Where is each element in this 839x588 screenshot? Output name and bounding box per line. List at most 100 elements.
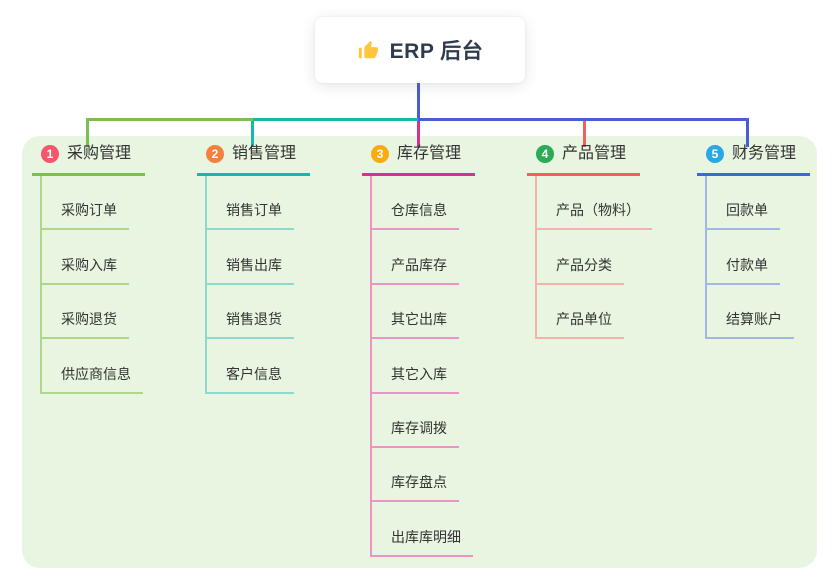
child-node[interactable]: 采购订单 (42, 201, 129, 231)
child-node[interactable]: 销售退货 (207, 310, 294, 340)
branch-number-badge: 2 (206, 145, 224, 163)
child-row: 采购退货 (42, 285, 145, 340)
child-row: 结算账户 (707, 285, 810, 340)
branch-title-node[interactable]: 5 财务管理 (697, 142, 811, 176)
branch-title-node[interactable]: 4 产品管理 (527, 142, 641, 176)
child-row: 采购入库 (42, 230, 145, 285)
child-node[interactable]: 出库库明细 (372, 528, 473, 557)
child-node[interactable]: 付款单 (707, 256, 780, 285)
child-node[interactable]: 仓库信息 (372, 201, 459, 231)
child-node[interactable]: 供应商信息 (42, 365, 143, 394)
child-row: 其它出库 (372, 285, 475, 340)
branch-title-label: 销售管理 (232, 145, 297, 162)
child-node-label: 产品分类 (556, 256, 612, 273)
child-row: 库存盘点 (372, 448, 475, 503)
branch-children-group: 仓库信息 产品库存 其它出库 其它入库 库存调拨 库存盘点 出库库明细 (370, 176, 475, 557)
branch-title-label: 财务管理 (732, 145, 797, 162)
child-row: 产品（物料） (537, 176, 652, 231)
branch-children-group: 采购订单 采购入库 采购退货 供应商信息 (40, 176, 145, 394)
child-node-label: 销售退货 (226, 311, 282, 328)
child-row: 客户信息 (207, 339, 310, 394)
branch-1-connector-drop (86, 118, 89, 147)
root-connector-stem (417, 83, 420, 119)
child-node[interactable]: 结算账户 (707, 310, 794, 340)
child-row: 产品单位 (537, 285, 652, 340)
branch-title-label: 采购管理 (67, 145, 132, 162)
child-node-label: 其它入库 (391, 365, 447, 382)
branch-title-label: 库存管理 (397, 145, 462, 162)
child-node[interactable]: 采购退货 (42, 310, 129, 340)
child-node-label: 采购订单 (61, 202, 117, 219)
child-node[interactable]: 产品分类 (537, 256, 624, 285)
branch-3-connector-drop (417, 118, 420, 147)
child-row: 销售订单 (207, 176, 310, 231)
child-node-label: 客户信息 (226, 365, 282, 382)
child-row: 其它入库 (372, 339, 475, 394)
child-node[interactable]: 产品（物料） (537, 201, 652, 231)
branch-children-group: 销售订单 销售出库 销售退货 客户信息 (205, 176, 310, 394)
connector-bus-right (418, 118, 749, 121)
branch-title-node[interactable]: 1 采购管理 (32, 142, 146, 176)
child-row: 出库库明细 (372, 502, 475, 557)
branch-children-group: 产品（物料） 产品分类 产品单位 (535, 176, 652, 340)
branch-number-badge: 4 (536, 145, 554, 163)
child-node[interactable]: 销售出库 (207, 256, 294, 285)
child-node-label: 仓库信息 (391, 202, 447, 219)
thumbs-up-icon (357, 39, 379, 61)
connector-bus-left (86, 118, 253, 121)
child-node[interactable]: 回款单 (707, 201, 780, 231)
child-row: 仓库信息 (372, 176, 475, 231)
child-node[interactable]: 库存盘点 (372, 473, 459, 503)
child-node-label: 采购退货 (61, 311, 117, 328)
child-node-label: 其它出库 (391, 311, 447, 328)
child-node-label: 销售订单 (226, 202, 282, 219)
root-node[interactable]: ERP 后台 (315, 17, 525, 83)
child-node-label: 销售出库 (226, 256, 282, 273)
child-row: 回款单 (707, 176, 810, 231)
branch-2-connector-drop (251, 118, 254, 147)
child-node[interactable]: 产品单位 (537, 310, 624, 340)
branch-3: 3 库存管理 仓库信息 产品库存 其它出库 其它入库 库存调拨 库存盘点 (362, 142, 476, 557)
branch-title-label: 产品管理 (562, 145, 627, 162)
child-row: 采购订单 (42, 176, 145, 231)
branch-2: 2 销售管理 销售订单 销售出库 销售退货 客户信息 (197, 142, 311, 394)
child-row: 销售退货 (207, 285, 310, 340)
branch-1: 1 采购管理 采购订单 采购入库 采购退货 供应商信息 (32, 142, 146, 394)
child-row: 产品分类 (537, 230, 652, 285)
child-node[interactable]: 产品库存 (372, 256, 459, 285)
child-node-label: 回款单 (726, 202, 768, 219)
child-node-label: 供应商信息 (61, 365, 131, 382)
child-node-label: 结算账户 (726, 311, 782, 328)
child-node-label: 库存调拨 (391, 419, 447, 436)
branches-background-panel (22, 136, 817, 568)
branch-number-badge: 5 (706, 145, 724, 163)
child-node[interactable]: 销售订单 (207, 201, 294, 231)
root-node-label: ERP 后台 (389, 40, 484, 63)
child-row: 库存调拨 (372, 394, 475, 448)
branch-number-badge: 1 (41, 145, 59, 163)
child-node-label: 产品库存 (391, 256, 447, 273)
child-row: 销售出库 (207, 230, 310, 285)
branch-4-connector-drop (583, 118, 586, 147)
child-row: 产品库存 (372, 230, 475, 285)
branch-5-connector-drop (746, 118, 749, 147)
child-node-label: 产品（物料） (556, 202, 640, 219)
child-node-label: 采购入库 (61, 256, 117, 273)
branch-children-group: 回款单 付款单 结算账户 (705, 176, 810, 340)
branch-4: 4 产品管理 产品（物料） 产品分类 产品单位 (527, 142, 652, 340)
connector-bus-middle (253, 118, 418, 121)
child-node[interactable]: 采购入库 (42, 256, 129, 285)
child-node-label: 产品单位 (556, 311, 612, 328)
branch-title-node[interactable]: 2 销售管理 (197, 142, 311, 176)
child-row: 付款单 (707, 230, 810, 285)
child-node[interactable]: 库存调拨 (372, 419, 459, 448)
branch-number-badge: 3 (371, 145, 389, 163)
branch-title-node[interactable]: 3 库存管理 (362, 142, 476, 176)
child-node-label: 库存盘点 (391, 474, 447, 491)
child-node[interactable]: 客户信息 (207, 365, 294, 394)
child-node-label: 付款单 (726, 256, 768, 273)
child-node[interactable]: 其它出库 (372, 310, 459, 340)
child-node-label: 出库库明细 (391, 528, 461, 545)
child-node[interactable]: 其它入库 (372, 365, 459, 394)
